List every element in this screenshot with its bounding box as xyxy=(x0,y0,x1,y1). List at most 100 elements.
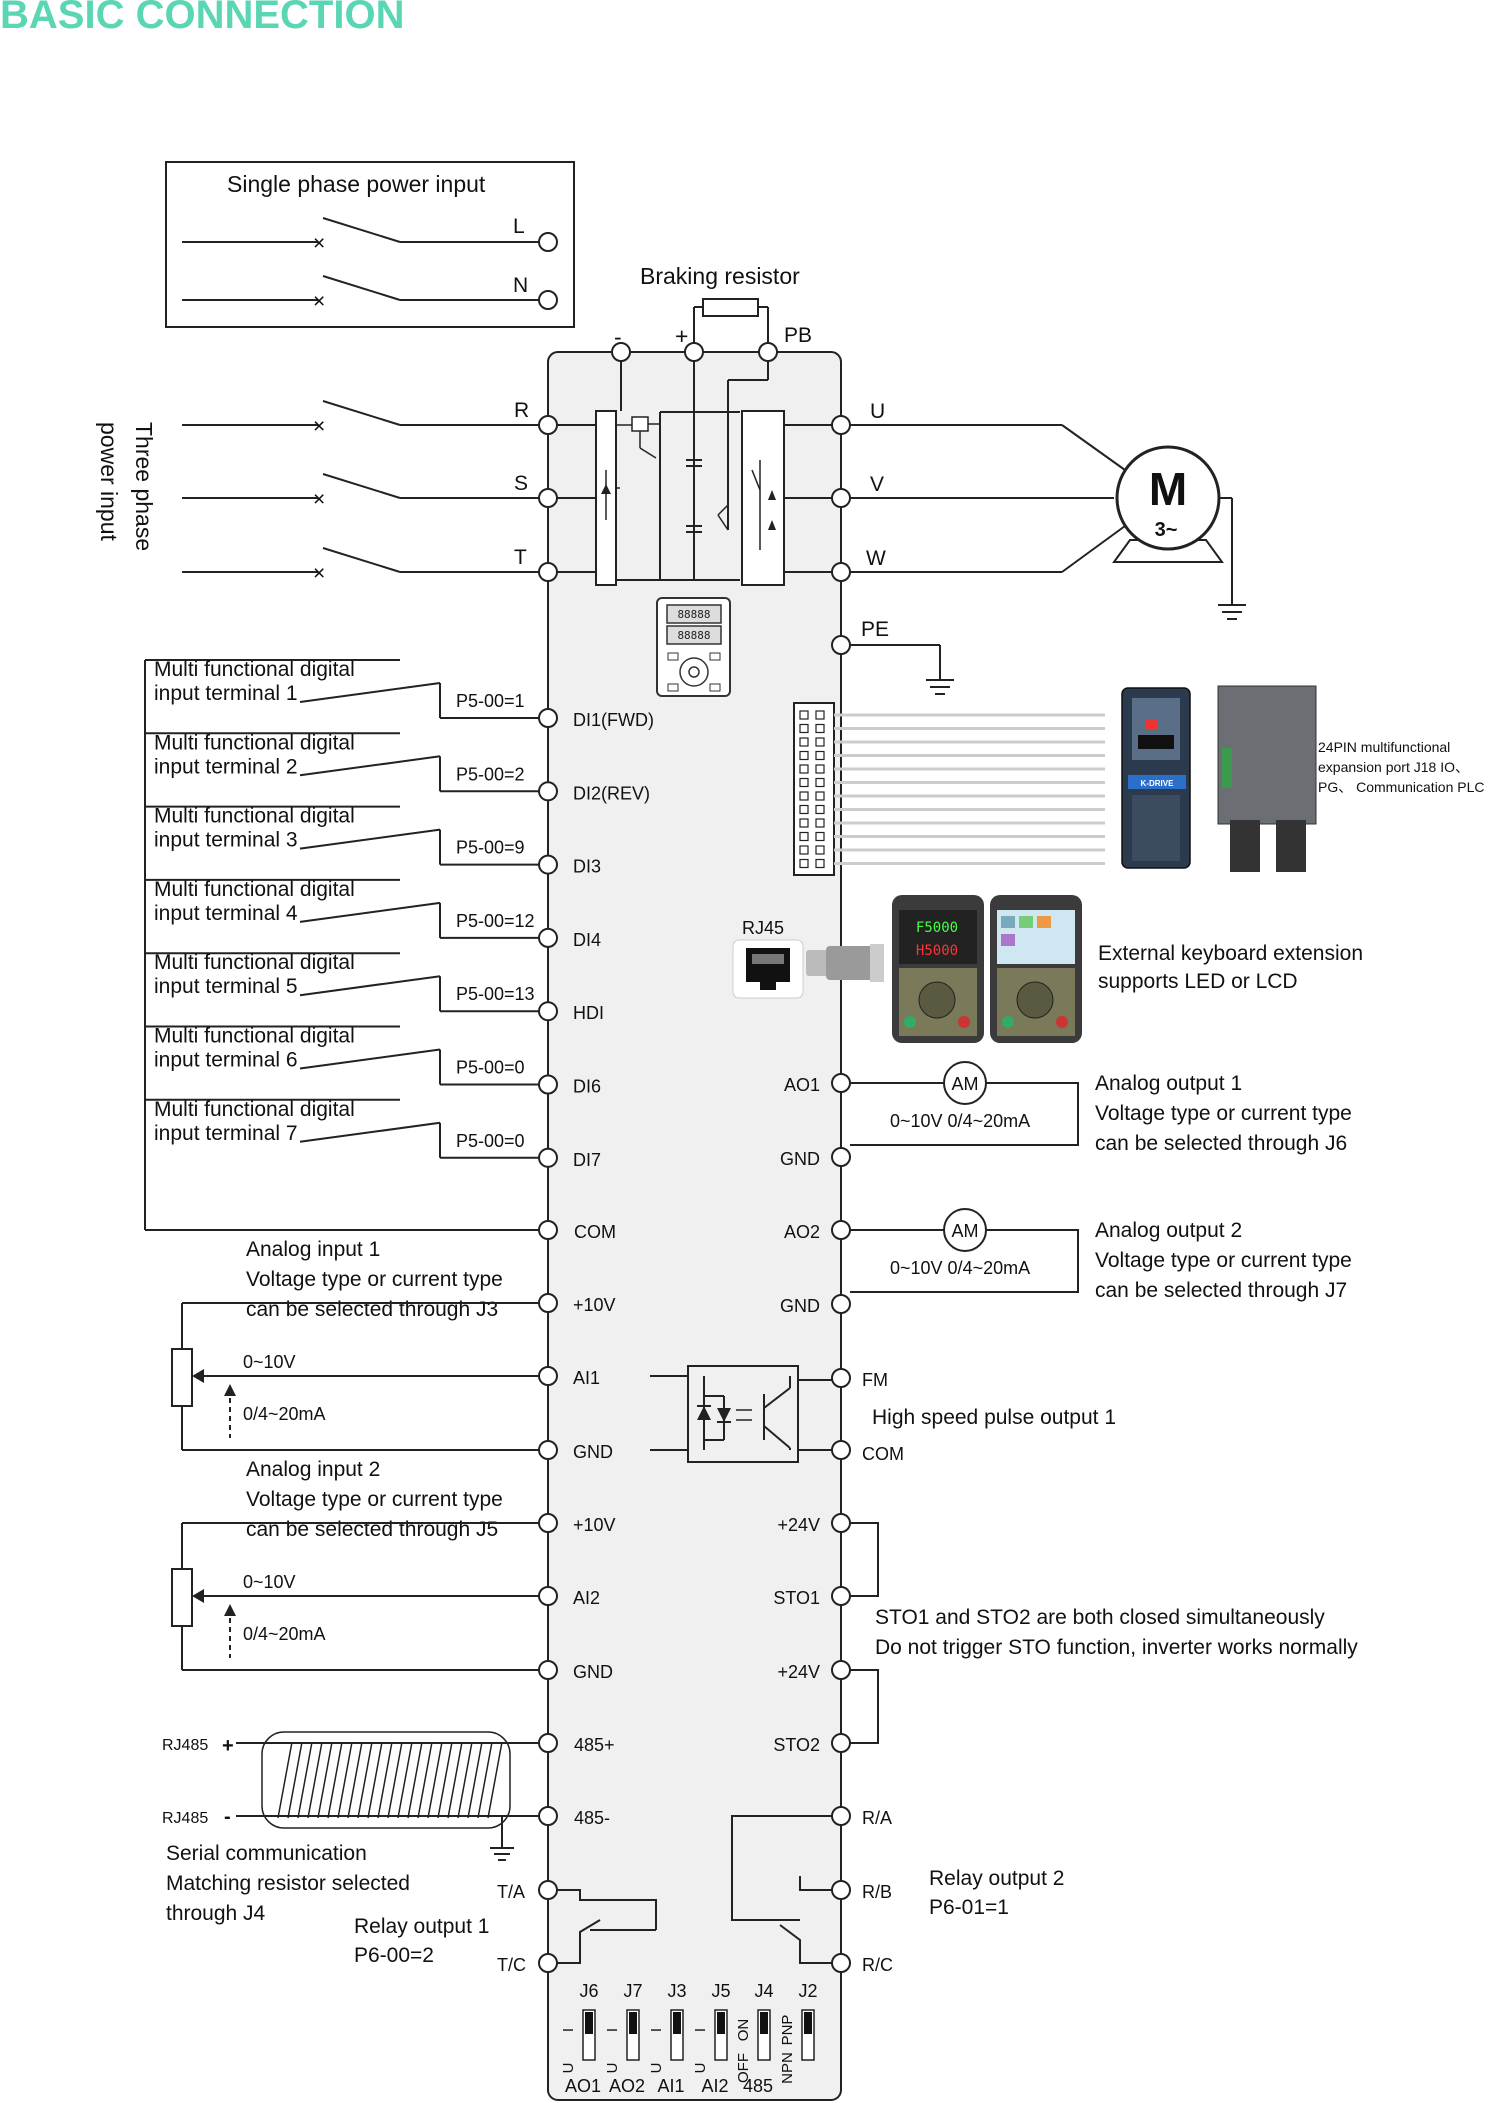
di-desc-line1: Multi functional digital xyxy=(154,805,355,828)
di-terminal xyxy=(538,1074,558,1095)
ao-desc-2: Voltage type or current type xyxy=(1095,1249,1352,1272)
svg-text:×: × xyxy=(313,488,325,511)
terminal-label-l: L xyxy=(513,215,525,238)
terminal-label-r: R xyxy=(514,399,529,422)
terminal-label-pe: PE xyxy=(861,618,889,641)
relay1-label-2: P6-00=2 xyxy=(354,1944,434,1967)
single-phase-title: Single phase power input xyxy=(227,171,486,197)
keyboard-label-2: supports LED or LCD xyxy=(1098,970,1298,993)
ai-desc-1: Analog input 2 xyxy=(246,1458,380,1481)
rs485-note-2: Matching resistor selected xyxy=(166,1872,410,1895)
ao-gnd-label: GND xyxy=(780,1149,820,1169)
jumper-low-mark: U xyxy=(692,2063,709,2074)
terminal-label-v: V xyxy=(870,473,884,496)
di-param: P5-00=13 xyxy=(456,984,535,1004)
rs485-section: 485+ 485- RJ485 + RJ485 - Serial communi… xyxy=(162,1731,615,1925)
di-terminal-label: DI4 xyxy=(573,930,601,950)
expansion-label-3: PG、 Communication PLC xyxy=(1318,779,1485,795)
di-desc-line2: input terminal 5 xyxy=(154,975,298,998)
di-terminal-label: DI7 xyxy=(573,1150,601,1170)
pulse-output: FM COM High speed pulse output 1 xyxy=(650,1365,1116,1464)
jumper-name: J3 xyxy=(667,1981,686,2001)
sto-24v-a: +24V xyxy=(777,1515,820,1535)
ao-terminal-label: AO2 xyxy=(784,1222,820,1242)
dc-plus-label: + xyxy=(675,323,688,349)
sto1-label: STO1 xyxy=(773,1588,820,1608)
rs485-plus-label: RJ485 xyxy=(162,1737,208,1754)
ao-meter-label: AM xyxy=(952,1221,979,1241)
analog-inputs: Analog input 1 Voltage type or current ty… xyxy=(171,1238,616,1682)
jumper-top-mark: I xyxy=(560,2028,577,2032)
rs485-note-3: through J4 xyxy=(166,1902,266,1925)
single-phase-input: Single phase power input × L × N xyxy=(165,161,575,328)
ao-desc-1: Analog output 1 xyxy=(1095,1072,1242,1095)
ai-10v-label: +10V xyxy=(573,1295,616,1315)
relay1-label-1: Relay output 1 xyxy=(354,1915,489,1938)
di-desc-line2: input terminal 4 xyxy=(154,902,298,925)
svg-text:×: × xyxy=(313,290,325,313)
di-desc-line2: input terminal 1 xyxy=(154,682,298,705)
jumper-low-mark: NPN xyxy=(779,2052,796,2084)
rj45-keyboard: RJ45 F5000 H5000 xyxy=(732,895,1363,1043)
ai-desc-2: Voltage type or current type xyxy=(246,1488,503,1511)
ai-terminal-label: AI2 xyxy=(573,1588,600,1608)
svg-text:-: - xyxy=(224,1806,231,1828)
jumper-low-mark: OFF xyxy=(735,2053,752,2083)
terminal-label-u: U xyxy=(870,400,885,423)
di-terminal-label: DI3 xyxy=(573,857,601,877)
jumper-top-mark: I xyxy=(648,2028,665,2032)
di-desc-line1: Multi functional digital xyxy=(154,731,355,754)
ao-gnd-label: GND xyxy=(780,1296,820,1316)
pulse-output-label: High speed pulse output 1 xyxy=(872,1406,1116,1429)
jumper-bottom-label: AI2 xyxy=(701,2076,728,2096)
relay1-ta-label: T/A xyxy=(497,1882,525,1902)
sto-note-2: Do not trigger STO function, inverter wo… xyxy=(875,1636,1358,1659)
com-label: COM xyxy=(574,1222,616,1242)
ai-desc-3: can be selected through J5 xyxy=(246,1518,498,1541)
motor-phases: 3~ xyxy=(1155,519,1178,541)
relay2-rb-label: R/B xyxy=(862,1882,892,1902)
di-terminal-label: DI2(REV) xyxy=(573,783,650,803)
terminal-label-w: W xyxy=(866,547,886,570)
svg-text:×: × xyxy=(313,415,325,438)
ai-desc-1: Analog input 1 xyxy=(246,1238,380,1261)
sto-24v-b: +24V xyxy=(777,1662,820,1682)
di-desc-line2: input terminal 2 xyxy=(154,755,298,778)
di-desc-line2: input terminal 6 xyxy=(154,1049,298,1072)
sto-note-1: STO1 and STO2 are both closed simultaneo… xyxy=(875,1606,1325,1629)
di-desc-line2: input terminal 3 xyxy=(154,829,298,852)
power-stage xyxy=(557,361,832,586)
pb-label: PB xyxy=(784,324,812,347)
ao-desc-2: Voltage type or current type xyxy=(1095,1102,1352,1125)
jumper-name: J5 xyxy=(711,1981,730,2001)
ai-desc-2: Voltage type or current type xyxy=(246,1268,503,1291)
relay2-label-1: Relay output 2 xyxy=(929,1867,1064,1890)
jumper-switches: J6IUAO1J7IUAO2J3IUAI1J5IUAI2J4ONOFF485J2… xyxy=(560,1981,818,2096)
keypad-icon: 88888 88888 xyxy=(656,597,731,697)
jumper-top-mark: ON xyxy=(735,2019,752,2042)
motor: U V W PE M 3~ xyxy=(831,400,1246,695)
di-terminal-label: DI1(FWD) xyxy=(573,710,654,730)
ao-desc-3: can be selected through J7 xyxy=(1095,1279,1347,1302)
rs485-plus-terminal: 485+ xyxy=(574,1735,615,1755)
relay2-ra-label: R/A xyxy=(862,1808,892,1828)
motor-letter: M xyxy=(1149,463,1187,515)
di-terminal-label: HDI xyxy=(573,1003,604,1023)
svg-text:×: × xyxy=(313,232,325,255)
ao-meter-label: AM xyxy=(952,1074,979,1094)
relay-output-1: T/A T/C Relay output 1 P6-00=2 xyxy=(354,1880,657,1975)
ai-10v-label: +10V xyxy=(573,1515,616,1535)
di-desc-line1: Multi functional digital xyxy=(154,658,355,681)
expansion-port: K-DRIVE 24PIN multifunctional expansion … xyxy=(793,685,1485,876)
ai-volt-label: 0~10V xyxy=(243,1352,296,1372)
svg-text:+: + xyxy=(222,1735,234,1757)
led-readout-2: H5000 xyxy=(916,943,958,959)
rs485-minus-label: RJ485 xyxy=(162,1810,208,1827)
di-desc-line2: input terminal 7 xyxy=(154,1122,298,1145)
ai-volt-label: 0~10V xyxy=(243,1572,296,1592)
di-desc-line1: Multi functional digital xyxy=(154,1098,355,1121)
rs485-minus-terminal: 485- xyxy=(574,1808,610,1828)
di-param: P5-00=0 xyxy=(456,1058,525,1078)
